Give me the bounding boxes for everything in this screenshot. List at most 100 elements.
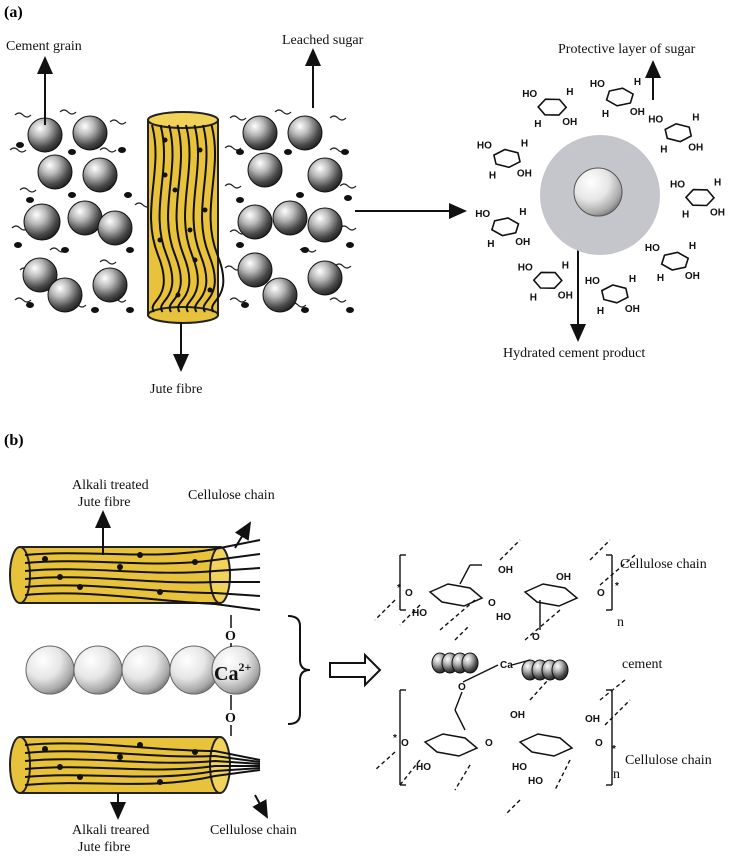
alkali-treated-jute-fibre-top	[9, 539, 261, 611]
hydrogen-label: H	[530, 292, 537, 303]
cement-grain	[72, 115, 108, 151]
formula-text: OH	[556, 572, 571, 583]
fibre-strand	[209, 124, 225, 313]
hydroxyl-label: OH	[688, 143, 703, 154]
hydrogen-label: H	[634, 77, 641, 88]
sugar-dot	[14, 242, 22, 248]
hydroxyl-label: HO	[648, 115, 663, 126]
hydrogen-bond	[524, 609, 561, 641]
sugar-squiggle	[224, 183, 242, 189]
struct-cellulose-chain-top-label: Cellulose chain	[620, 557, 707, 572]
glucose-ring	[605, 87, 635, 107]
fibre-strand	[24, 765, 260, 771]
sugar-dot	[236, 149, 244, 155]
fibre-dot	[175, 292, 181, 298]
leached-sugar-label: Leached sugar	[282, 33, 364, 48]
sugar-squiggle	[109, 119, 127, 125]
cellulose-chain-top-label: Cellulose chain	[188, 488, 275, 503]
repeat-n-top: n	[617, 615, 624, 630]
sugar-dot	[236, 242, 244, 248]
hydrogen-bond	[554, 759, 571, 791]
hydrogen-label: H	[714, 178, 721, 189]
bridge-oxygen: O	[532, 632, 540, 643]
sugar-dot	[344, 195, 352, 201]
formula-text: HO	[496, 612, 511, 623]
linker-oxygen: O	[458, 682, 466, 693]
fibre-dot	[192, 749, 198, 755]
hydrated-cement-product	[540, 135, 660, 255]
hydrogen-bond	[504, 799, 521, 816]
fibre-dot	[57, 764, 63, 770]
fibre-dot	[77, 584, 83, 590]
hydrogen-label: H	[657, 273, 664, 284]
hydrogen-bond	[499, 539, 521, 561]
hydrogen-label: H	[692, 113, 699, 124]
sugar-squiggle	[59, 109, 77, 115]
sugar-squiggle	[329, 297, 347, 303]
fibre-dot	[162, 172, 168, 178]
hydrogen-label: H	[521, 138, 528, 149]
alkali-treated-top-label-1: Alkali treated	[72, 478, 149, 493]
hydrogen-bond	[599, 679, 626, 701]
hydrogen-label: H	[487, 239, 494, 250]
formula-text: OH	[585, 714, 600, 725]
sugar-squiggle	[274, 109, 292, 115]
formula-text: O	[595, 738, 603, 749]
cement-grain	[307, 157, 343, 193]
formula-text: HO	[528, 776, 543, 787]
calcium-ion-label: Ca2+	[214, 660, 251, 685]
hydrogen-label: H	[534, 119, 541, 130]
cement-grain	[82, 157, 118, 193]
hydrogen-label: H	[489, 170, 496, 181]
sugar-squiggle	[229, 297, 247, 303]
formula-text: OH	[510, 710, 525, 721]
fibre-strand	[24, 750, 261, 763]
bond	[459, 564, 471, 585]
sugar-dot	[61, 247, 69, 253]
panel-b-tag: (b)	[4, 432, 24, 449]
sugar-squiggle	[329, 115, 347, 121]
fibre-dot	[187, 227, 193, 233]
alkali-treated-top-label-2: Jute fibre	[78, 495, 130, 510]
fibre-strand	[150, 124, 165, 313]
hydrogen-bond	[399, 759, 421, 786]
cellulose-chain-bottom-arrow	[252, 794, 268, 819]
fibre-dot	[137, 742, 143, 748]
star-marker: *	[612, 744, 616, 755]
sugar-dot	[301, 247, 309, 253]
formula-text: OH	[498, 565, 513, 576]
hydroxyl-label: OH	[710, 208, 725, 219]
cement-particle	[461, 652, 479, 674]
glucose-ring	[490, 217, 520, 237]
formula-text: O	[488, 598, 496, 609]
hydroxyl-label: OH	[562, 117, 577, 128]
sugar-squiggle	[99, 259, 117, 265]
fibre-dot	[157, 237, 163, 243]
fibre-dot	[157, 779, 163, 785]
sugar-dot	[341, 149, 349, 155]
fibre-dot	[77, 774, 83, 780]
sugar-squiggle	[229, 115, 247, 121]
cement-grain	[247, 152, 283, 188]
sugar-dot	[346, 307, 354, 313]
cement-grain-cluster	[14, 115, 354, 313]
hydrogen-bond	[599, 554, 636, 586]
hydroxyl-label: OH	[630, 107, 645, 118]
glucose-ring	[684, 188, 716, 207]
fibre-strand	[175, 124, 191, 313]
hydroxyl-label: OH	[517, 168, 532, 179]
fibre-dot	[192, 257, 198, 263]
hydroxyl-label: HO	[645, 243, 660, 254]
sugar-dot	[118, 147, 126, 153]
repeat-n-bottom: n	[613, 767, 620, 782]
fibre-strand	[24, 553, 261, 565]
grouping-bracket	[287, 615, 311, 725]
hydrogen-bond	[374, 751, 396, 771]
hydroxyl-label: HO	[585, 276, 600, 287]
alkali-treated-jute-fibre-bottom	[9, 736, 261, 794]
formula-text: HO	[412, 608, 427, 619]
fibre-strand	[24, 769, 261, 786]
fibre-strand	[24, 758, 261, 765]
